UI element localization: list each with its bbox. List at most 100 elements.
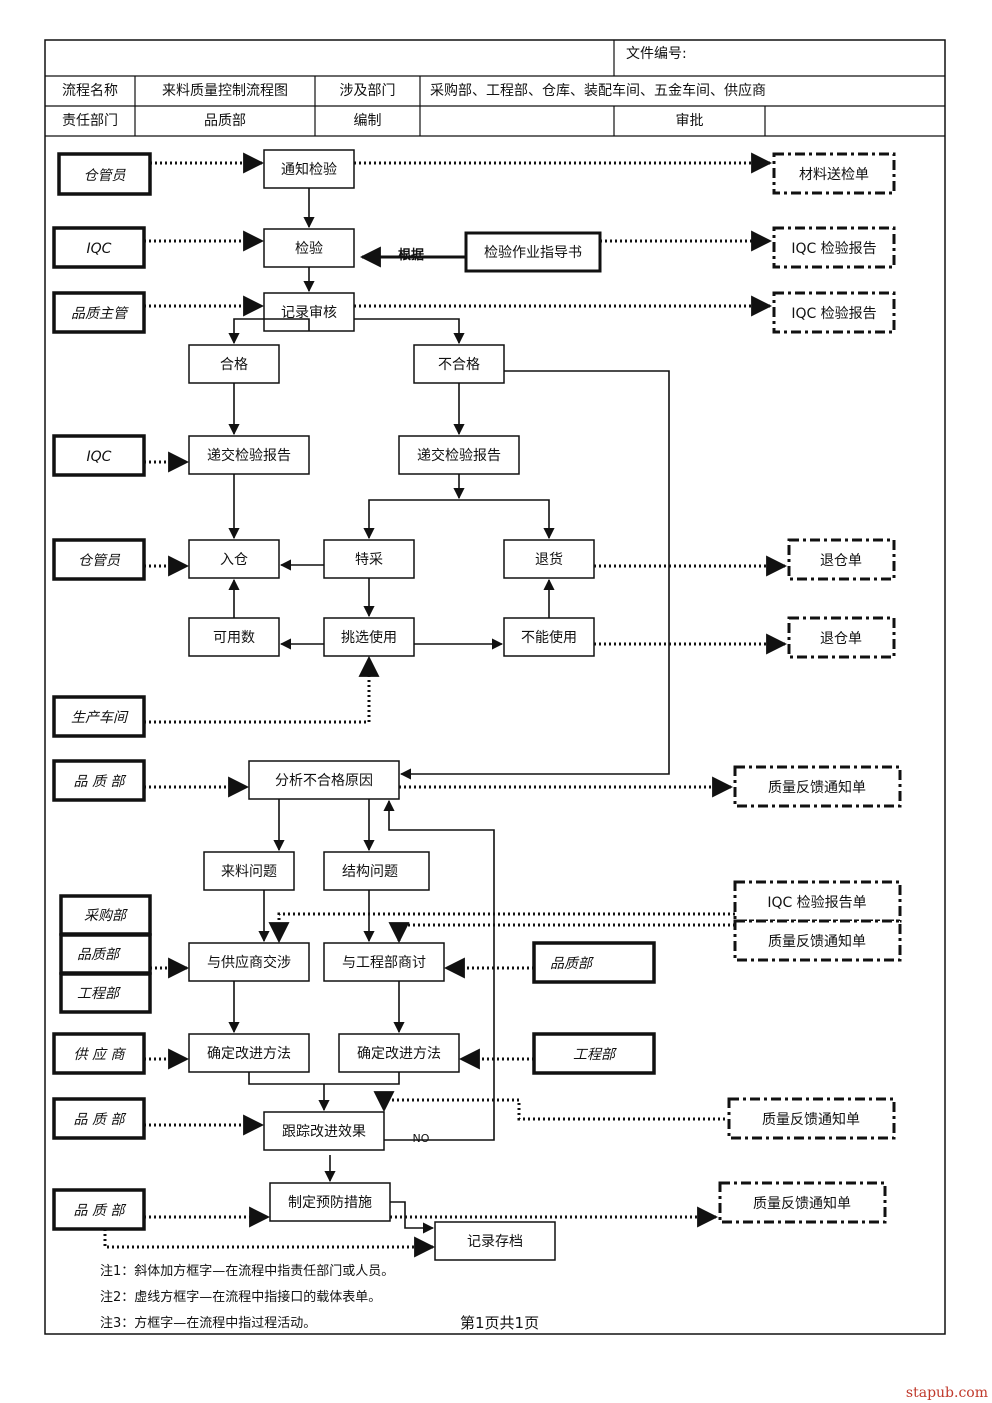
step-concession: 特采: [323, 539, 415, 579]
step-unusable: 不能使用: [503, 617, 595, 657]
svg-text:采购部: 采购部: [84, 908, 128, 924]
responsible-dept-value: 品质部: [204, 113, 246, 129]
svg-text:分析不合格原因: 分析不合格原因: [275, 773, 373, 789]
role-qa-5: 品 质 部: [52, 1188, 146, 1231]
svg-text:IQC 检验报告: IQC 检验报告: [791, 241, 876, 257]
page-number: 第1页共1页: [460, 1314, 540, 1332]
form-quality-feedback-2: 质量反馈通知单: [733, 919, 902, 962]
departments-involved-value: 采购部、工程部、仓库、装配车间、五金车间、供应商: [430, 83, 766, 99]
form-iqc-report-2: IQC 检验报告: [772, 291, 896, 334]
svg-text:IQC 检验报告单: IQC 检验报告单: [767, 895, 866, 911]
svg-text:确定改进方法: 确定改进方法: [357, 1046, 441, 1062]
svg-text:质量反馈通知单: 质量反馈通知单: [768, 933, 866, 950]
approved-by-label: 审批: [675, 113, 704, 129]
svg-text:递交检验报告: 递交检验报告: [207, 447, 291, 464]
step-submit-report-fail: 递交检验报告: [398, 435, 520, 475]
interface-connectors: [103, 152, 788, 1258]
role-qa-supervisor: 品质主管: [52, 291, 146, 334]
role-production: 生产车间: [52, 695, 146, 738]
step-sort-use: 挑选使用: [323, 617, 415, 657]
step-stock-in: 入仓: [188, 539, 280, 579]
svg-text:记录审核: 记录审核: [281, 305, 337, 321]
svg-text:退仓单: 退仓单: [820, 553, 862, 569]
svg-text:检验: 检验: [295, 241, 323, 257]
svg-text:入仓: 入仓: [220, 552, 248, 568]
svg-text:来料问题: 来料问题: [221, 864, 277, 880]
svg-text:跟踪改进效果: 跟踪改进效果: [282, 1124, 366, 1140]
form-return-slip-1: 退仓单: [787, 538, 896, 581]
svg-text:工程部: 工程部: [573, 1047, 617, 1063]
role-iqc-2: IQC: [52, 434, 146, 477]
svg-text:工程部: 工程部: [77, 986, 121, 1002]
step-record-review: 记录审核: [263, 292, 355, 332]
svg-text:记录存档: 记录存档: [467, 1234, 523, 1250]
svg-text:退仓单: 退仓单: [820, 631, 862, 647]
svg-text:质量反馈通知单: 质量反馈通知单: [753, 1195, 851, 1212]
process-name-value: 来料质量控制流程图: [162, 83, 288, 99]
page-frame: [44, 39, 946, 1335]
svg-text:质量反馈通知单: 质量反馈通知单: [762, 1111, 860, 1128]
role-supplier: 供 应 商: [52, 1032, 146, 1075]
role-engineering-1: 工程部: [59, 972, 152, 1014]
step-submit-report-pass: 递交检验报告: [188, 435, 310, 475]
svg-text:不能使用: 不能使用: [521, 629, 577, 646]
svg-text:结构问题: 结构问题: [342, 864, 398, 880]
role-qa-2: 品质部: [59, 933, 152, 975]
label-basis: 根据: [398, 247, 424, 263]
svg-text:确定改进方法: 确定改进方法: [207, 1046, 291, 1062]
svg-text:递交检验报告: 递交检验报告: [417, 447, 501, 464]
result-pass: 合格: [188, 344, 280, 384]
svg-text:与供应商交涉: 与供应商交涉: [207, 954, 291, 971]
svg-text:与工程部商讨: 与工程部商讨: [342, 955, 426, 971]
role-qa-1: 品 质 部: [52, 759, 146, 802]
role-warehouse-1: 仓管员: [57, 152, 152, 196]
step-improve-method-1: 确定改进方法: [188, 1033, 310, 1073]
form-quality-feedback-1: 质量反馈通知单: [733, 765, 902, 808]
svg-text:材料送检单: 材料送检单: [799, 167, 869, 183]
role-qa-3: 品质部: [532, 941, 656, 984]
form-return-slip-2: 退仓单: [787, 616, 896, 659]
svg-text:供 应 商: 供 应 商: [74, 1047, 127, 1063]
step-inspect: 检验: [263, 228, 355, 268]
svg-text:品 质 部: 品 质 部: [74, 1203, 127, 1219]
svg-text:品质部: 品质部: [77, 947, 121, 963]
svg-text:品质部: 品质部: [550, 956, 594, 972]
form-iqc-report-3: IQC 检验报告单: [733, 880, 902, 923]
svg-text:质量反馈通知单: 质量反馈通知单: [768, 779, 866, 796]
svg-text:制定预防措施: 制定预防措施: [288, 1195, 372, 1211]
form-quality-feedback-4: 质量反馈通知单: [718, 1181, 887, 1224]
departments-involved-label: 涉及部门: [339, 83, 396, 99]
note-2: 注2：虚线方框字—在流程中指接口的载体表单。: [100, 1290, 382, 1305]
role-engineering-2: 工程部: [532, 1032, 656, 1075]
role-warehouse-2: 仓管员: [52, 538, 146, 581]
svg-text:可用数: 可用数: [213, 630, 255, 646]
step-usable-qty: 可用数: [188, 617, 280, 657]
form-iqc-report-1: IQC 检验报告: [772, 226, 896, 269]
file-number-label: 文件编号:: [626, 46, 687, 62]
step-material-issue: 来料问题: [203, 851, 295, 891]
svg-text:合格: 合格: [220, 357, 248, 373]
svg-text:品 质 部: 品 质 部: [74, 774, 127, 790]
svg-text:不合格: 不合格: [438, 357, 480, 373]
svg-text:品质主管: 品质主管: [71, 306, 129, 322]
result-fail: 不合格: [413, 344, 505, 384]
note-3: 注3：方框字—在流程中指过程活动。: [100, 1316, 317, 1331]
svg-text:通知检验: 通知检验: [281, 161, 337, 178]
step-notify-inspection: 通知检验: [263, 149, 355, 189]
svg-text:检验作业指导书: 检验作业指导书: [484, 245, 582, 261]
compiled-by-label: 编制: [353, 113, 382, 129]
form-material-delivery: 材料送检单: [772, 152, 896, 195]
step-improve-method-2: 确定改进方法: [338, 1033, 460, 1073]
note-1: 注1：斜体加方框字—在流程中指责任部门或人员。: [100, 1264, 395, 1279]
svg-text:仓管员: 仓管员: [78, 553, 121, 569]
svg-text:仓管员: 仓管员: [84, 168, 127, 184]
watermark: stapub.com: [905, 1385, 988, 1401]
svg-text:挑选使用: 挑选使用: [341, 629, 397, 646]
step-return: 退货: [503, 539, 595, 579]
role-purchasing: 采购部: [59, 894, 152, 936]
responsible-dept-label: 责任部门: [62, 113, 118, 129]
svg-text:退货: 退货: [535, 551, 563, 568]
svg-text:IQC 检验报告: IQC 检验报告: [791, 306, 876, 322]
role-qa-4: 品 质 部: [52, 1097, 146, 1140]
